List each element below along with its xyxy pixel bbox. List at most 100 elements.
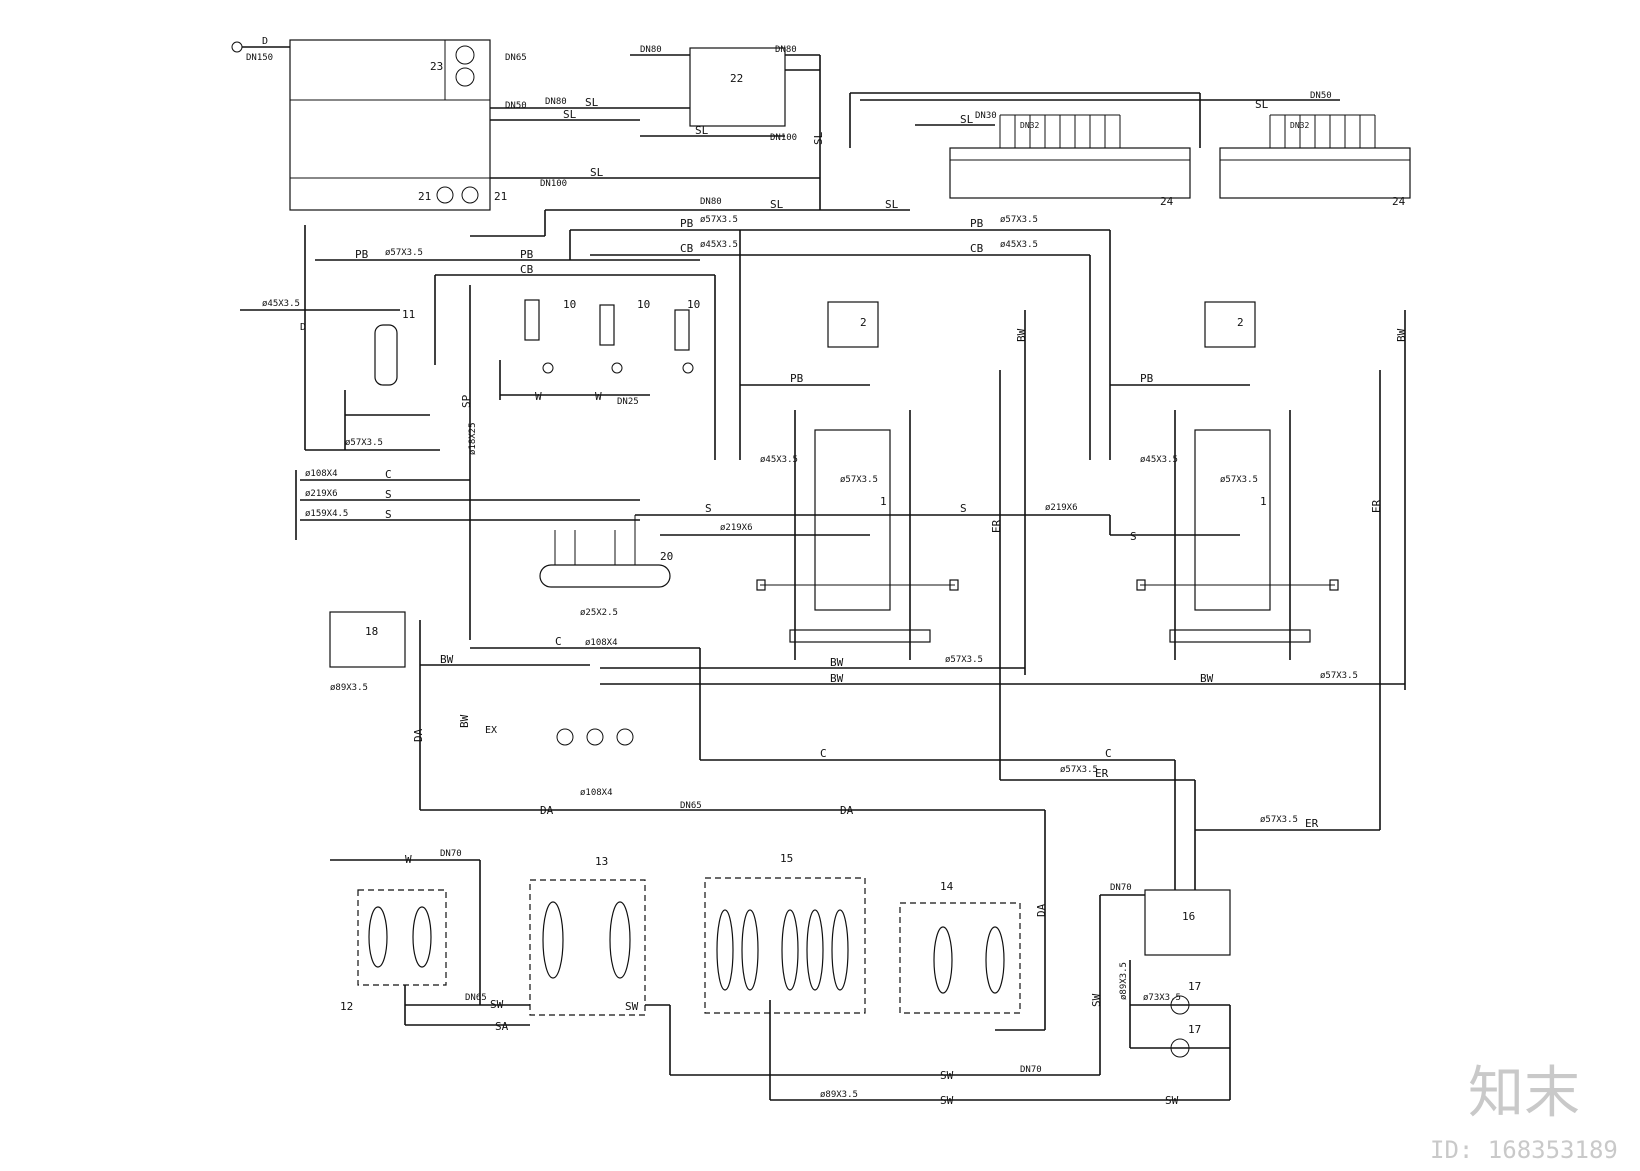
label-sl-6: SL xyxy=(885,198,899,211)
label-p219-main: ø219X6 xyxy=(1045,503,1078,513)
label-w-2: W xyxy=(595,390,602,403)
label-sl-7: SL xyxy=(1255,98,1269,111)
label-p57-pb1: ø57X3.5 xyxy=(385,248,423,258)
tag-10b: 10 xyxy=(637,298,650,311)
label-cb-1: CB xyxy=(680,242,694,255)
tag-17b: 17 xyxy=(1188,1023,1201,1036)
label-sl-2: SL xyxy=(563,108,577,121)
label-da-4: DA xyxy=(1035,903,1048,917)
equipment-16 xyxy=(1144,889,1231,956)
label-dn150: DN150 xyxy=(246,53,273,63)
label-sw-3: SW xyxy=(940,1069,954,1082)
label-s-header-2: S xyxy=(385,508,392,521)
label-cb-2: CB xyxy=(970,242,984,255)
equipment-10-c xyxy=(674,309,690,351)
label-er-right: ER xyxy=(1370,499,1383,513)
label-pb-2: PB xyxy=(680,217,694,230)
label-d-left: D xyxy=(300,322,306,333)
label-dn80-sl1: DN80 xyxy=(545,97,567,107)
label-p73-17: ø73X3.5 xyxy=(1143,993,1181,1003)
label-p57-pb2: ø57X3.5 xyxy=(700,215,738,225)
label-bw-2: BW xyxy=(830,656,844,669)
equipment-14 xyxy=(899,902,1021,1014)
label-dn30: DN30 xyxy=(975,111,997,121)
tag-21a: 21 xyxy=(418,190,431,203)
label-p57-b2: ø57X3.5 xyxy=(1220,475,1258,485)
label-pb-3: PB xyxy=(970,217,984,230)
label-sl-1: SL xyxy=(585,96,599,109)
label-sl-4: SL xyxy=(590,166,604,179)
label-p57-b1: ø57X3.5 xyxy=(840,475,878,485)
label-p89-18: ø89X3.5 xyxy=(330,683,368,693)
label-dn70-bottom: DN70 xyxy=(440,849,462,859)
tag-15: 15 xyxy=(780,852,793,865)
label-dn25: DN25 xyxy=(617,397,639,407)
label-sw-4: SW xyxy=(940,1094,954,1107)
label-cb-3: CB xyxy=(520,263,534,276)
label-p25: ø25X2.5 xyxy=(580,608,618,618)
label-p219-header: ø219X6 xyxy=(305,489,338,499)
label-bw-1: BW xyxy=(440,653,454,666)
label-p57-er2: ø57X3.5 xyxy=(1260,815,1298,825)
equipment-2-right xyxy=(1204,301,1256,348)
watermark-logo: 知末 xyxy=(1468,1061,1580,1126)
label-p45-cb2: ø45X3.5 xyxy=(1000,240,1038,250)
equipment-12 xyxy=(357,889,447,986)
tag-24-right: 24 xyxy=(1392,195,1406,208)
label-pb-b1: PB xyxy=(790,372,804,385)
dn32-branches-right xyxy=(1269,114,1376,148)
label-p45-b1: ø45X3.5 xyxy=(760,455,798,465)
label-ex: EX xyxy=(485,725,497,736)
label-pb-1: PB xyxy=(355,248,369,261)
label-pb-b2: PB xyxy=(1140,372,1154,385)
boiler-1-right xyxy=(1136,410,1339,660)
label-dn32-r: DN32 xyxy=(1290,121,1309,130)
equipment-10-a xyxy=(524,299,540,341)
label-sl-5: SL xyxy=(770,198,784,211)
dn32-branches-left xyxy=(999,114,1121,148)
tag-10c: 10 xyxy=(687,298,700,311)
label-sw-5: SW xyxy=(1165,1094,1179,1107)
label-dn50-r: DN50 xyxy=(1310,91,1332,101)
label-bw-right: BW xyxy=(1395,328,1408,342)
label-p57-pb3: ø57X3.5 xyxy=(1000,215,1038,225)
label-p159-header: ø159X4.5 xyxy=(305,509,348,519)
tag-17a: 17 xyxy=(1188,980,1201,993)
drain-valve-icon xyxy=(231,41,243,53)
water-tank-block xyxy=(289,39,491,211)
label-p108-c: ø108X4 xyxy=(585,638,618,648)
label-er-left: ER xyxy=(990,519,1003,533)
label-p45-left: ø45X3.5 xyxy=(262,299,300,309)
label-dn100-22: DN100 xyxy=(770,133,797,143)
label-sl-8: SL xyxy=(960,113,974,126)
label-bw-3: BW xyxy=(830,672,844,685)
label-w-bottom: W xyxy=(405,853,412,866)
label-w-1: W xyxy=(535,390,542,403)
feed-pumps xyxy=(556,728,634,746)
watermark-id: ID: 168353189 xyxy=(1430,1136,1618,1164)
tag-24-left: 24 xyxy=(1160,195,1174,208)
label-p18: ø18X25 xyxy=(468,422,478,455)
tag-18: 18 xyxy=(365,625,378,638)
label-p57-11: ø57X3.5 xyxy=(345,438,383,448)
label-p57-bw1: ø57X3.5 xyxy=(945,655,983,665)
tag-10a: 10 xyxy=(563,298,576,311)
label-er-1: ER xyxy=(1095,767,1109,780)
label-dn80-22b: DN80 xyxy=(775,45,797,55)
label-sl-3: SL xyxy=(695,124,709,137)
label-p108-pumps: ø108X4 xyxy=(580,788,613,798)
label-dn65-da: DN65 xyxy=(680,801,702,811)
tag-11: 11 xyxy=(402,308,415,321)
equipment-15 xyxy=(704,877,866,1014)
label-s-main-3: S xyxy=(1130,530,1137,543)
label-s-header-1: S xyxy=(385,488,392,501)
tag-1-right: 1 xyxy=(1260,495,1267,508)
label-c-2: C xyxy=(820,747,827,760)
equipment-13 xyxy=(529,879,646,1016)
label-pb-1b: PB xyxy=(520,248,534,261)
equipment-22 xyxy=(689,47,786,127)
label-c-3: C xyxy=(1105,747,1112,760)
label-s-main-2: S xyxy=(960,502,967,515)
label-er-2: ER xyxy=(1305,817,1319,830)
tag-14: 14 xyxy=(940,880,954,893)
